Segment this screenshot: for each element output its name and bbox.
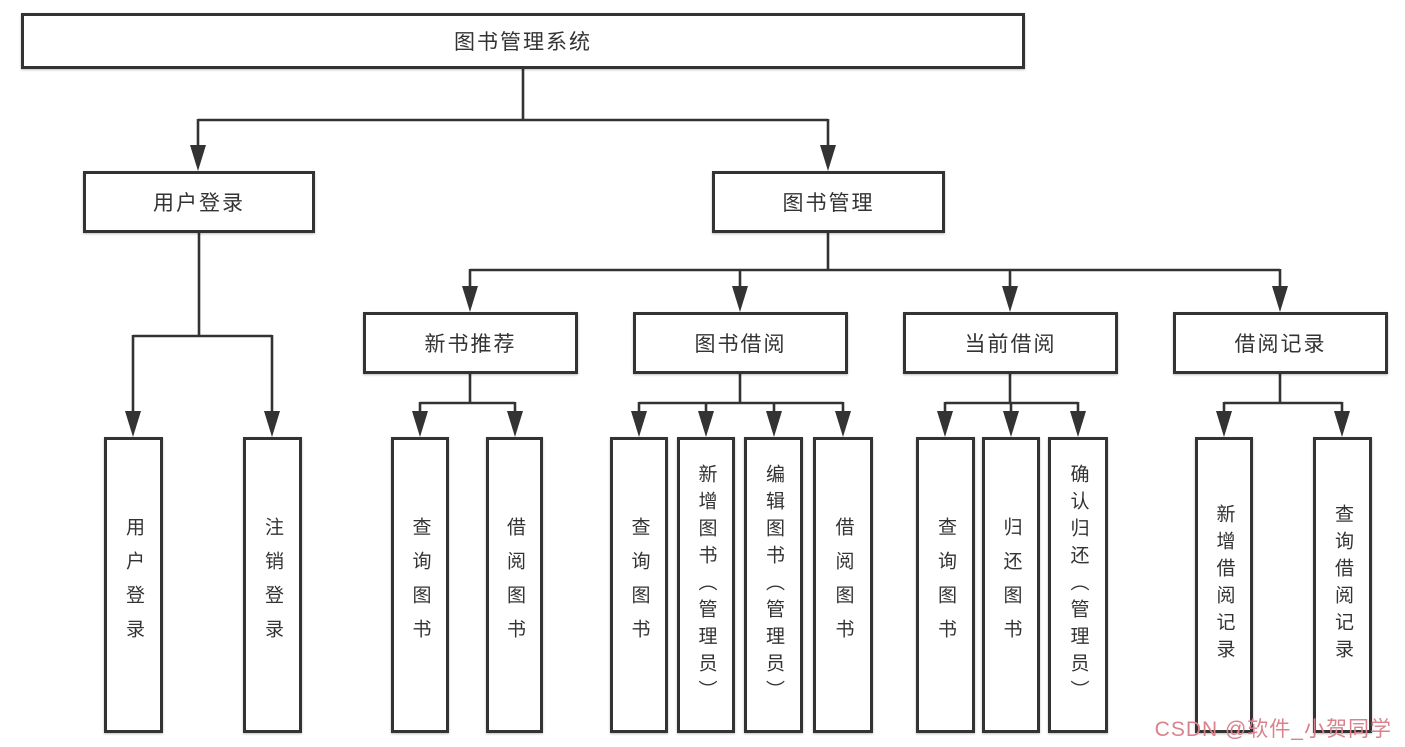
connector-root-to-level2 — [190, 69, 836, 171]
leaf-user-login-label: 用户登录 — [123, 517, 144, 653]
leaf-query-books-borrow-label: 查询图书 — [628, 517, 650, 653]
connector-book-mgmt-children — [462, 233, 1288, 312]
node-user-login-label: 用户登录 — [153, 192, 245, 215]
leaf-query-books-current: 查询图书 — [916, 437, 975, 733]
leaf-add-borrow-record: 新增借阅记录 — [1195, 437, 1253, 733]
leaf-logout-label: 注销登录 — [262, 517, 283, 653]
leaf-edit-books-admin-label: 编辑图书（管理员） — [763, 463, 784, 707]
node-borrow-records: 借阅记录 — [1173, 312, 1388, 374]
leaf-query-borrow-record-label: 查询借阅记录 — [1332, 504, 1353, 666]
connector-current-borrow-children — [937, 374, 1086, 437]
csdn-watermark: CSDN @软件_小贺同学 — [1154, 718, 1392, 741]
leaf-return-books-label: 归还图书 — [1000, 517, 1022, 653]
node-current-borrow: 当前借阅 — [903, 312, 1118, 374]
leaf-borrow-books: 借阅图书 — [813, 437, 873, 733]
node-book-management-label: 图书管理 — [782, 192, 875, 215]
leaf-query-books-recommend: 查询图书 — [391, 437, 449, 733]
node-book-borrow-label: 图书借阅 — [694, 333, 787, 356]
leaf-edit-books-admin: 编辑图书（管理员） — [744, 437, 803, 733]
leaf-query-books-current-label: 查询图书 — [935, 517, 956, 653]
node-user-login: 用户登录 — [83, 171, 315, 233]
leaf-add-borrow-record-label: 新增借阅记录 — [1213, 504, 1235, 666]
node-book-management: 图书管理 — [712, 171, 945, 233]
leaf-borrow-books-label: 借阅图书 — [832, 517, 854, 653]
node-new-book-recommend-label: 新书推荐 — [424, 333, 517, 356]
leaf-query-books-recommend-label: 查询图书 — [409, 517, 431, 653]
node-book-borrow: 图书借阅 — [633, 312, 848, 374]
leaf-confirm-return-admin-label: 确认归还（管理员） — [1067, 463, 1089, 707]
leaf-confirm-return-admin: 确认归还（管理员） — [1048, 437, 1108, 733]
node-new-book-recommend: 新书推荐 — [363, 312, 578, 374]
node-borrow-records-label: 借阅记录 — [1234, 333, 1327, 356]
leaf-logout: 注销登录 — [243, 437, 302, 733]
leaf-query-books-borrow: 查询图书 — [610, 437, 668, 733]
connector-book-borrow-children — [631, 374, 851, 437]
node-root: 图书管理系统 — [21, 13, 1025, 69]
leaf-borrow-books-recommend-label: 借阅图书 — [504, 517, 525, 653]
connector-borrow-records-children — [1216, 374, 1350, 437]
node-root-label: 图书管理系统 — [454, 31, 592, 54]
leaf-borrow-books-recommend: 借阅图书 — [486, 437, 543, 733]
leaf-query-borrow-record: 查询借阅记录 — [1313, 437, 1372, 733]
node-current-borrow-label: 当前借阅 — [964, 333, 1057, 356]
leaf-user-login: 用户登录 — [104, 437, 163, 733]
leaf-return-books: 归还图书 — [982, 437, 1040, 733]
connector-new-books-children — [412, 374, 523, 437]
leaf-add-books-admin: 新增图书（管理员） — [677, 437, 735, 733]
leaf-add-books-admin-label: 新增图书（管理员） — [695, 463, 717, 707]
connector-user-login-children — [125, 233, 280, 437]
